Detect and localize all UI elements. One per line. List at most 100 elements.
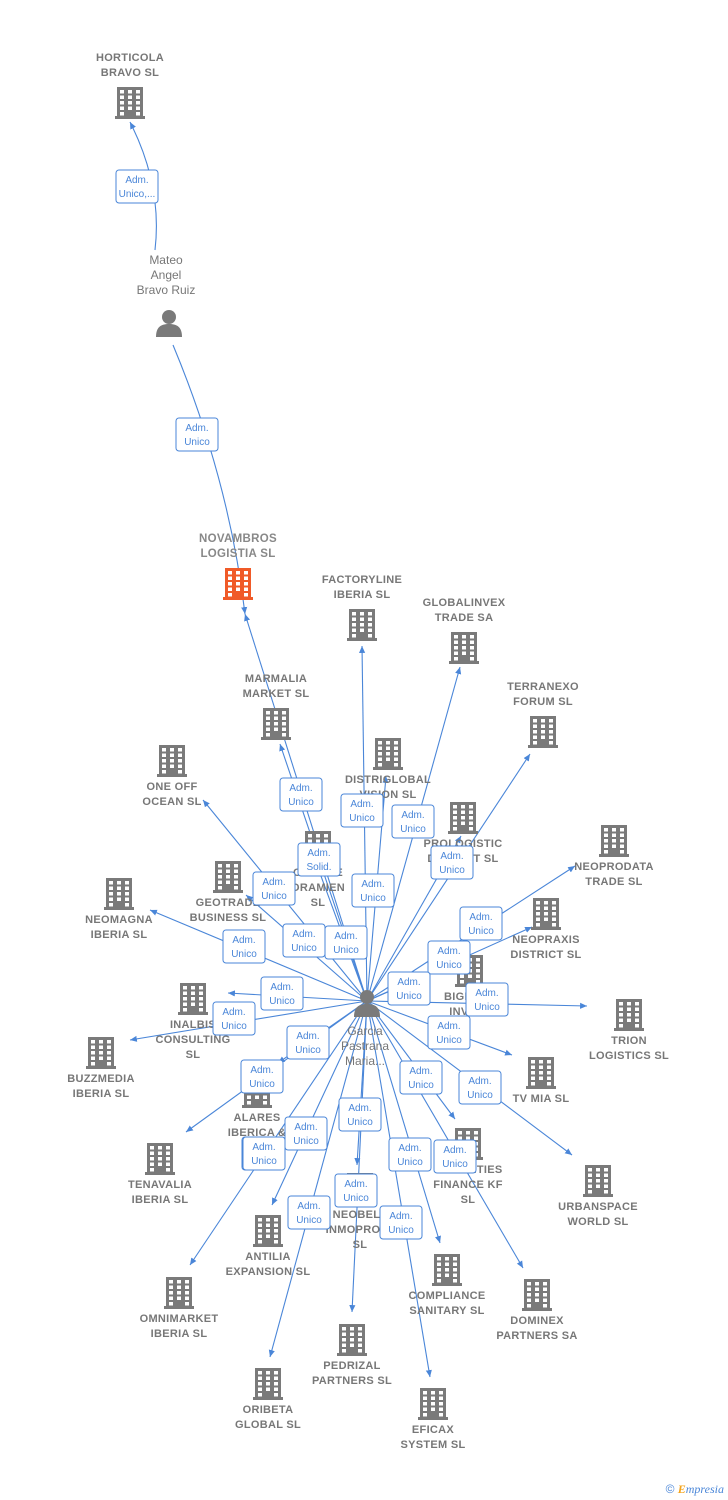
- relation-label-text: Unico: [439, 865, 465, 876]
- company-icon-factoryline[interactable]: [347, 609, 377, 641]
- company-icon-distriglobal[interactable]: [373, 738, 403, 770]
- person-icon-mateo[interactable]: [156, 310, 182, 337]
- company-icon-tenavalia[interactable]: [145, 1143, 175, 1175]
- company-label-securities: FINANCE KF: [433, 1179, 503, 1191]
- company-label-galomeoramien: ORAMIEN: [291, 882, 345, 894]
- relation-label-text: Adm.: [222, 1007, 245, 1018]
- relation-label-antilia[interactable]: Adm.Unico: [284, 1116, 328, 1151]
- relation-label-alares[interactable]: Adm.Unico: [286, 1025, 330, 1060]
- company-icon-terranexo[interactable]: [528, 716, 558, 748]
- company-label-compliance: COMPLIANCE: [409, 1290, 486, 1302]
- company-icon-globalinvex[interactable]: [449, 632, 479, 664]
- company-icon-prologistic[interactable]: [448, 802, 478, 834]
- person-label-mateo: Bravo Ruiz: [137, 283, 196, 297]
- company-label-horticola: BRAVO SL: [101, 67, 159, 79]
- company-icon-geotrade[interactable]: [213, 861, 243, 893]
- relation-label-factoryline[interactable]: Adm.Unico: [340, 793, 384, 828]
- company-label-urbanspace: WORLD SL: [567, 1216, 628, 1228]
- relation-label-prologistic[interactable]: Adm.Unico: [387, 971, 431, 1006]
- relation-label-urbanspace[interactable]: Adm.Unico: [433, 1139, 477, 1174]
- relation-label-text: Adm.: [297, 1201, 320, 1212]
- company-icon-buzzmedia[interactable]: [86, 1037, 116, 1069]
- relation-label-text: Unico: [249, 1079, 275, 1090]
- company-icon-oribeta[interactable]: [253, 1368, 283, 1400]
- company-label-neoprodata: TRADE SL: [585, 876, 642, 888]
- relation-label-trion[interactable]: Adm.Unico: [427, 1015, 471, 1050]
- relation-label-bigpark[interactable]: Adm.Unico: [465, 982, 509, 1017]
- edge-garcia-oribeta: [268, 1000, 368, 1358]
- relation-label-geotrade[interactable]: Adm.Unico: [222, 929, 266, 964]
- company-label-novambros: LOGISTIA SL: [200, 548, 275, 560]
- relation-label-text: Unico: [436, 1035, 462, 1046]
- company-icon-neoprodata[interactable]: [599, 825, 629, 857]
- company-label-terranexo: TERRANEXO: [507, 681, 579, 693]
- relation-label-compliance[interactable]: Adm. Unico: [334, 1173, 378, 1208]
- relation-label-text: Adm.: [344, 1179, 367, 1190]
- relation-label-tenavalia[interactable]: Adm. Unico: [240, 1059, 284, 1094]
- company-icon-trion[interactable]: [614, 999, 644, 1031]
- relation-label-dominex[interactable]: Adm.Unico: [388, 1137, 432, 1172]
- company-label-galomeoramien: SL: [311, 897, 326, 909]
- relation-label-terranexo[interactable]: Adm.Unico: [430, 845, 474, 880]
- company-icon-horticola[interactable]: [115, 87, 145, 119]
- company-icon-marmalia[interactable]: [261, 708, 291, 740]
- company-icon-omnimarket[interactable]: [164, 1277, 194, 1309]
- relation-label-neoprodata[interactable]: Adm.Unico: [459, 906, 503, 941]
- relation-label-text: Solid.: [306, 862, 331, 873]
- relation-label-securities[interactable]: Adm.Unico: [399, 1060, 443, 1095]
- relation-label-buzzmedia[interactable]: Adm.Unico: [260, 976, 304, 1011]
- company-icon-neopraxis[interactable]: [531, 898, 561, 930]
- relation-label-neobell[interactable]: Adm.Unico: [338, 1097, 382, 1132]
- relation-label-pedrizal[interactable]: Adm.Unico: [287, 1195, 331, 1230]
- company-icon-dominex[interactable]: [522, 1279, 552, 1311]
- relation-label-text: Adm.: [334, 931, 357, 942]
- company-icon-urbanspace[interactable]: [583, 1165, 613, 1197]
- relation-label-text: Unico: [343, 1193, 369, 1204]
- relation-label-text: Unico: [442, 1159, 468, 1170]
- relation-label-oneoff[interactable]: Adm.Unico: [252, 871, 296, 906]
- relation-label-horticola[interactable]: Adm.Unico,...: [115, 169, 159, 204]
- relation-label-oribeta[interactable]: Adm.Unico: [379, 1205, 423, 1240]
- relation-label-text: Unico: [251, 1156, 277, 1167]
- company-label-urbanspace: URBANSPACE: [558, 1201, 638, 1213]
- relation-label-text: Adm.: [250, 1065, 273, 1076]
- relation-label-neomagna[interactable]: Adm.Unico: [324, 925, 368, 960]
- edge-garcia-compliance: [366, 1000, 441, 1244]
- company-icon-antilia[interactable]: [253, 1215, 283, 1247]
- relation-label-text: Unico: [397, 1157, 423, 1168]
- relation-label-tvmia[interactable]: Adm.Unico: [458, 1070, 502, 1105]
- relation-label-novambros[interactable]: Adm.Unico: [175, 417, 219, 452]
- relation-label-inalbis[interactable]: Adm.Unico: [212, 1001, 256, 1036]
- relation-label-text: Unico: [436, 960, 462, 971]
- company-label-omnimarket: OMNIMARKET: [140, 1313, 219, 1325]
- company-icon-inalbis[interactable]: [178, 983, 208, 1015]
- relation-label-text: Unico: [467, 1090, 493, 1101]
- company-icon-compliance[interactable]: [432, 1254, 462, 1286]
- company-label-oneoff: ONE OFF: [147, 781, 198, 793]
- relation-label-neopraxis[interactable]: Adm.Unico: [427, 940, 471, 975]
- company-label-buzzmedia: BUZZMEDIA: [67, 1073, 134, 1085]
- relation-label-distriglobal[interactable]: Adm.Unico: [351, 873, 395, 908]
- empresia-logo[interactable]: Empresia: [677, 1482, 724, 1496]
- company-icon-tvmia[interactable]: [526, 1057, 556, 1089]
- relation-label-marmalia[interactable]: Adm.Solid.: [297, 842, 341, 877]
- relation-label-text: Adm.: [401, 810, 424, 821]
- relation-label-globalinvex[interactable]: Adm.Unico: [391, 804, 435, 839]
- company-icon-eficax[interactable]: [418, 1388, 448, 1420]
- company-label-neomagna: IBERIA SL: [91, 929, 148, 941]
- relation-label-text: Unico: [291, 943, 317, 954]
- company-label-oneoff: OCEAN SL: [142, 796, 201, 808]
- company-icon-neomagna[interactable]: [104, 878, 134, 910]
- company-label-marmalia: MARKET SL: [243, 688, 310, 700]
- company-icon-novambros[interactable]: [223, 568, 253, 600]
- company-label-antilia: EXPANSION SL: [226, 1266, 311, 1278]
- company-icon-pedrizal[interactable]: [337, 1324, 367, 1356]
- relation-label-galomeoramien[interactable]: Adm.Unico: [282, 923, 326, 958]
- company-icon-oneoff[interactable]: [157, 745, 187, 777]
- company-label-distriglobal: DISTRIGLOBAL: [345, 774, 431, 786]
- relation-label-novambros[interactable]: Adm.Unico: [279, 777, 323, 812]
- company-label-oribeta: GLOBAL SL: [235, 1419, 301, 1431]
- person-icon-garcia[interactable]: [354, 990, 380, 1017]
- relation-label-eficax[interactable]: Adm.Unico: [242, 1136, 286, 1171]
